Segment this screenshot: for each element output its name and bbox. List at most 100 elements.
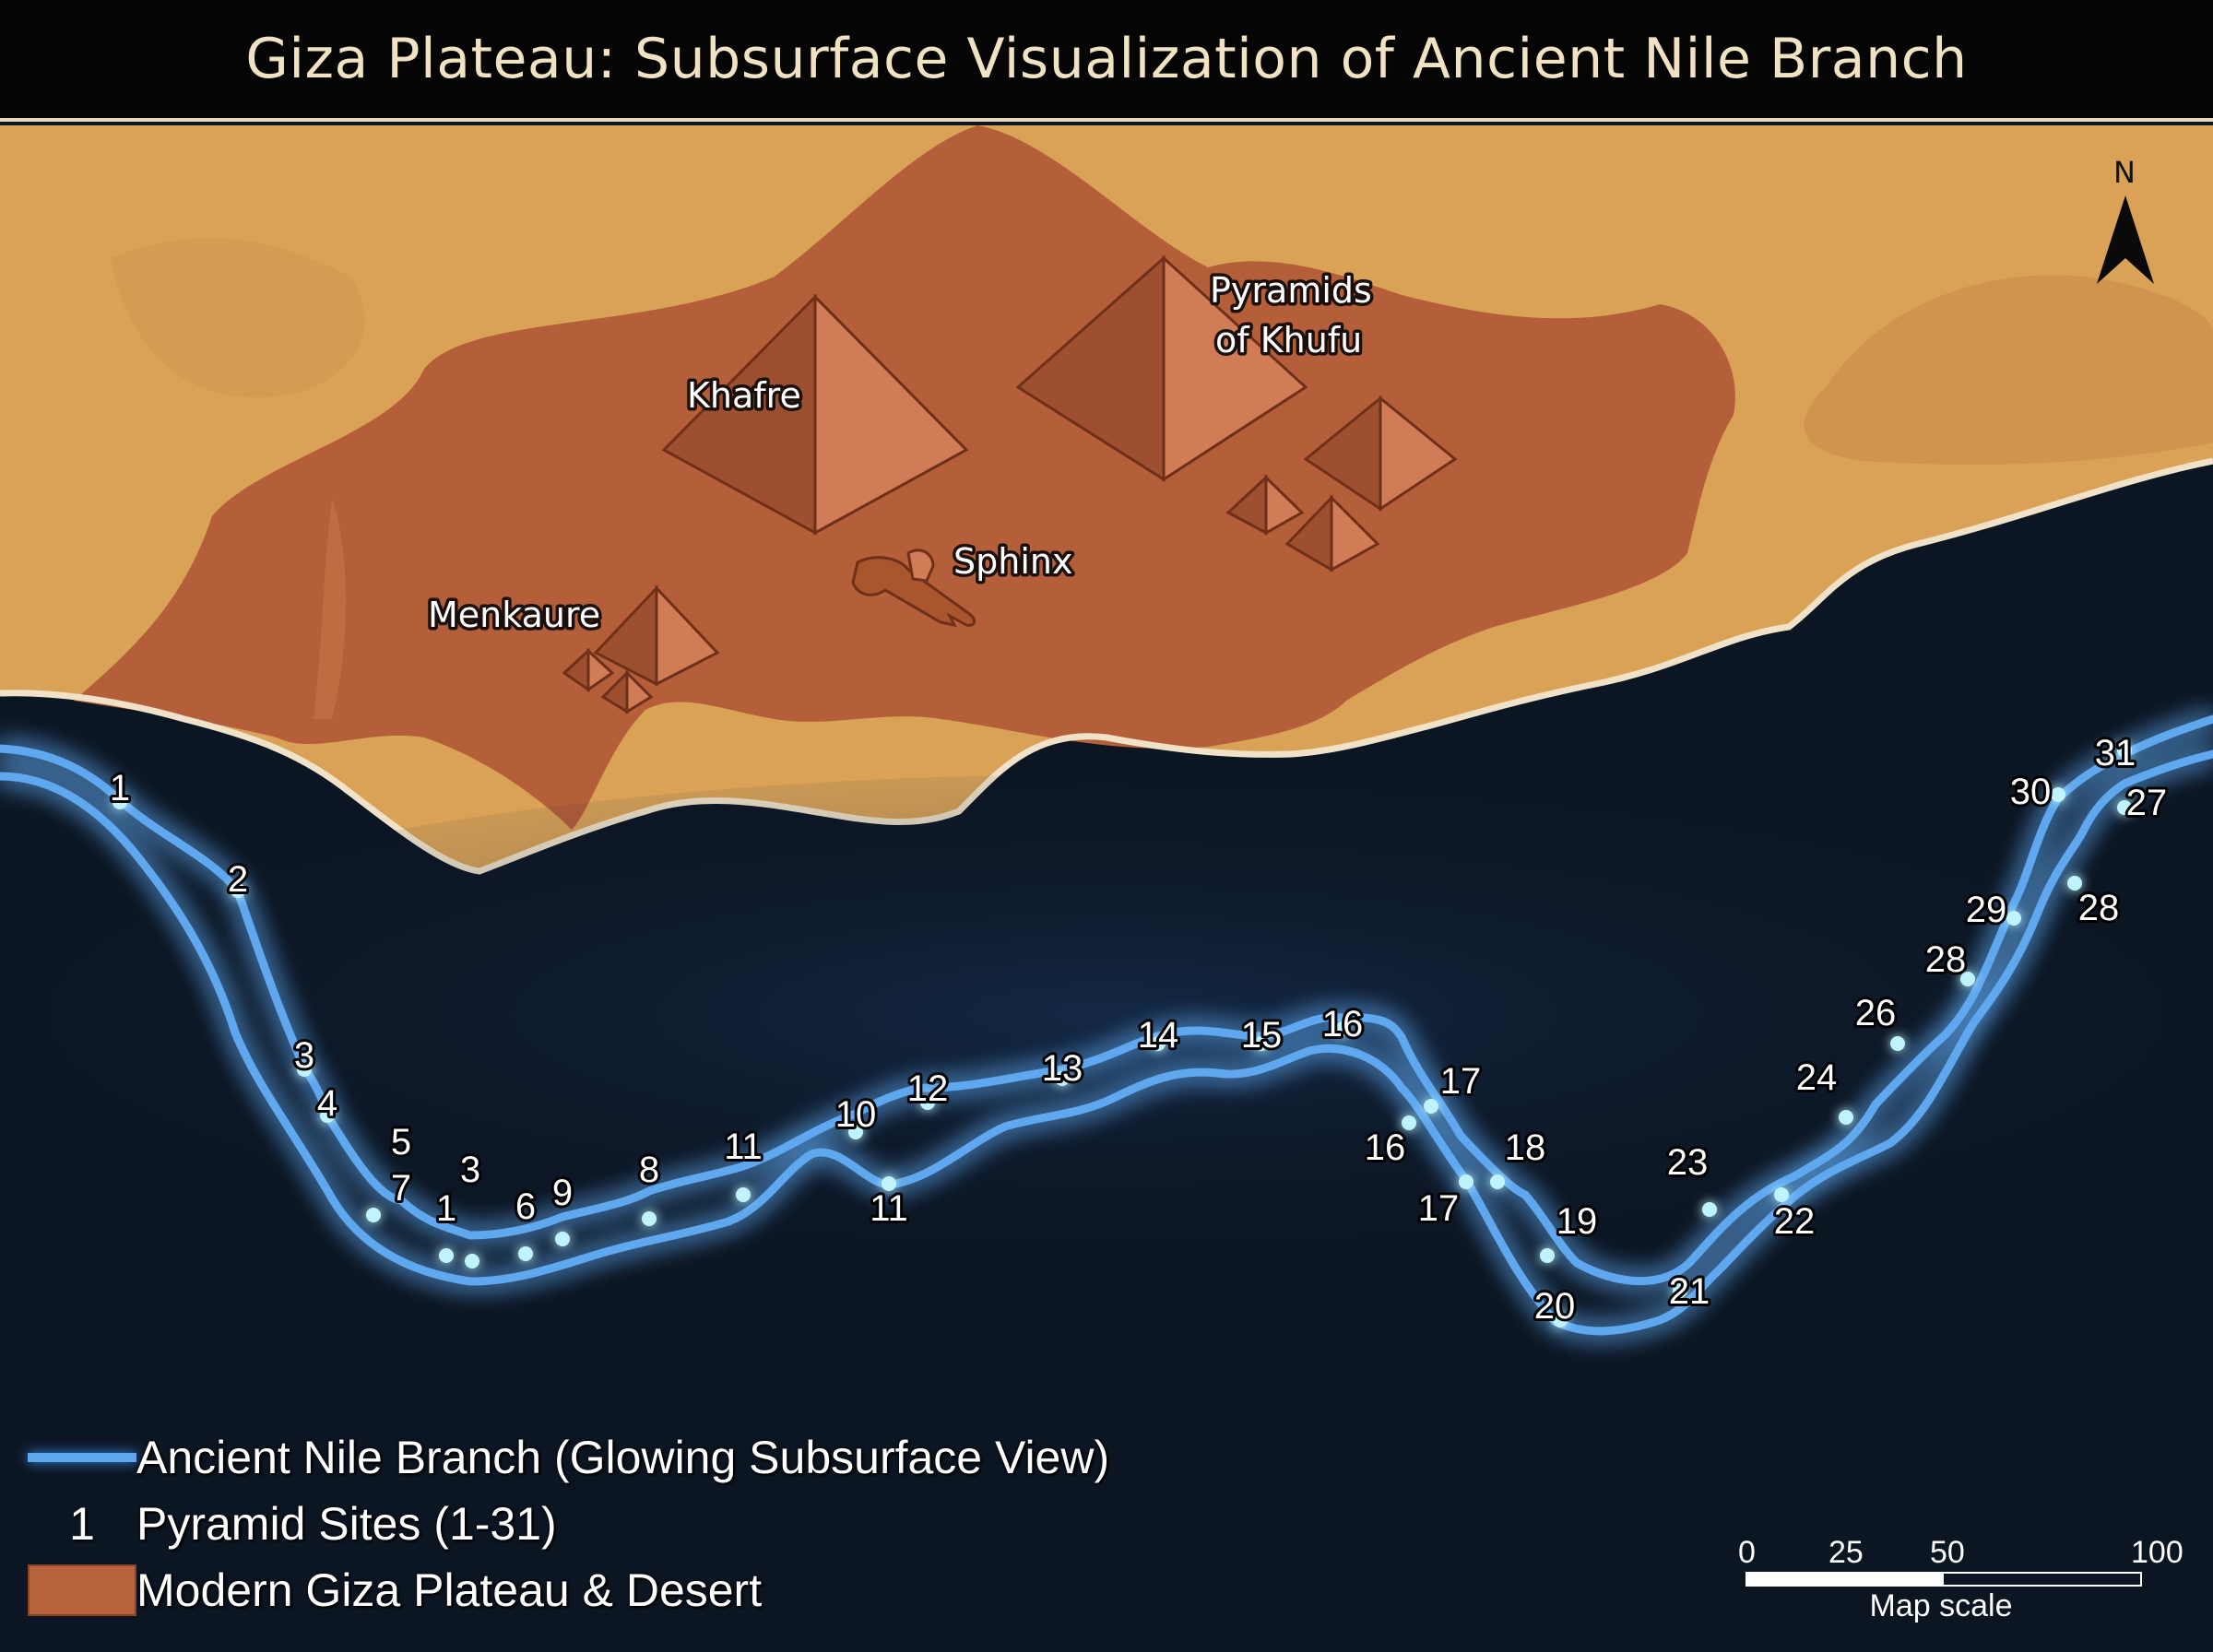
pyramid-site-label: 15 — [1241, 1015, 1283, 1056]
pyramid-site-label: 1 — [436, 1188, 456, 1229]
pyramid-site-dot[interactable] — [2117, 743, 2132, 758]
title-bar: Giza Plateau: Subsurface Visualization o… — [0, 0, 2213, 122]
pyramid-site-label: 16 — [1322, 1004, 1364, 1044]
pyramid-site-dot[interactable] — [366, 1208, 381, 1222]
landmark-label-khufu-line2: of Khufu — [1215, 320, 1362, 360]
pyramid-site-label: 19 — [1556, 1201, 1598, 1242]
pyramid-site-label: 30 — [2010, 772, 2052, 812]
pyramid-site-label: 22 — [1774, 1201, 1816, 1242]
pyramid-site-dot[interactable] — [1402, 1115, 1416, 1130]
pyramid-site-dot[interactable] — [1424, 1099, 1438, 1114]
scale-tick: 50 — [1930, 1535, 1965, 1570]
pyramid-site-label: 29 — [1966, 890, 2007, 930]
pyramid-site-label: 3 — [460, 1150, 480, 1190]
river-lower-bank — [0, 749, 2213, 1336]
queen-pyramid — [600, 669, 654, 714]
ancient-nile-branch — [0, 714, 2213, 1336]
pyramid-site-dot[interactable] — [1960, 972, 1975, 986]
north-label: N — [2113, 155, 2136, 190]
pyramid-site-label: 17 — [1440, 1061, 1482, 1102]
pyramid-site-dot[interactable] — [1055, 1071, 1070, 1086]
pyramid-site-label: 9 — [552, 1173, 573, 1213]
pyramid-site-label: 27 — [2126, 783, 2168, 823]
legend: Ancient Nile Branch (Glowing Subsurface … — [28, 1424, 1109, 1623]
pyramid-site-label: 1 — [110, 768, 130, 808]
pyramid-site-dot[interactable] — [1673, 1283, 1687, 1298]
pyramid-site-label: 8 — [639, 1150, 659, 1190]
pyramid-site-dot[interactable] — [1490, 1174, 1505, 1189]
pyramid-site-dot[interactable] — [1335, 1021, 1350, 1036]
pyramid-site-dot[interactable] — [848, 1125, 863, 1139]
pyramid-site-label: 10 — [835, 1094, 877, 1135]
pyramid-site-label: 5 — [391, 1122, 411, 1162]
pyramid-site-label: 2 — [228, 859, 248, 900]
queen-pyramid — [1303, 395, 1458, 512]
pyramid-site-label: 16 — [1365, 1127, 1406, 1168]
pyramid-site-dot[interactable] — [231, 883, 245, 898]
pyramid-site-dot[interactable] — [1151, 1036, 1166, 1051]
pyramid-site-label: 12 — [907, 1068, 949, 1109]
pyramid-site-dot[interactable] — [1254, 1036, 1269, 1051]
pyramid-site-label: 24 — [1796, 1057, 1838, 1098]
river-upper-bank — [0, 714, 2213, 1285]
pyramid-site-label: 4 — [317, 1083, 337, 1124]
scale-tick: 100 — [2131, 1535, 2183, 1570]
pyramid-site-dot[interactable] — [920, 1095, 935, 1110]
pyramid-site-label: 13 — [1042, 1048, 1083, 1089]
pyramid-site-dot[interactable] — [736, 1187, 751, 1202]
pyramid-site-label: 20 — [1534, 1286, 1576, 1327]
river-glow-haze — [0, 774, 2213, 1254]
pyramid-site-label: 28 — [2078, 888, 2120, 928]
khufu-pyramid — [1015, 254, 1308, 482]
pyramid-site-dot[interactable] — [1774, 1187, 1789, 1202]
north-arrow-icon: N — [2097, 155, 2154, 284]
pyramid-site-dot[interactable] — [642, 1211, 657, 1226]
scale-tick: 25 — [1828, 1535, 1864, 1570]
scale-bar — [1746, 1572, 2142, 1587]
pyramid-site-dot[interactable] — [320, 1108, 335, 1123]
dune-shade — [1804, 275, 2213, 465]
pyramid-site-dot[interactable] — [2006, 911, 2021, 926]
pyramid-site-label: 11 — [724, 1127, 763, 1167]
queen-pyramid — [1225, 474, 1305, 536]
pyramid-site-label: 28 — [1925, 939, 1967, 980]
nile-line-swatch-icon — [28, 1453, 136, 1462]
pyramid-site-dot[interactable] — [555, 1232, 570, 1246]
pyramid-site-dot[interactable] — [518, 1246, 533, 1261]
khafre-pyramid — [661, 293, 969, 536]
dune-shade — [111, 238, 365, 398]
pyramid-site-dot[interactable] — [1459, 1174, 1473, 1189]
pyramid-site-dot[interactable] — [439, 1248, 454, 1263]
pyramid-site-label: 11 — [870, 1188, 908, 1229]
pyramid-site-label: 21 — [1669, 1271, 1710, 1312]
landmark-label-khufu: Pyramids — [1210, 270, 1372, 311]
pyramid-site-label: 6 — [515, 1186, 536, 1227]
pyramid-site-dot[interactable] — [2067, 876, 2082, 891]
scale-caption: Map scale — [1869, 1588, 2013, 1623]
legend-label: Ancient Nile Branch (Glowing Subsurface … — [136, 1432, 1110, 1483]
scale-bar-filled — [1747, 1574, 1944, 1585]
legend-label: Modern Giza Plateau & Desert — [136, 1564, 763, 1616]
pyramid-site-label: 18 — [1505, 1127, 1546, 1168]
ridge-shade — [314, 498, 346, 719]
map-canvas: Khafre Pyramids of Khufu Sphinx Menkaure… — [0, 122, 2213, 1652]
legend-item-sites: 1 Pyramid Sites (1-31) — [28, 1491, 1109, 1557]
queen-pyramid — [1284, 494, 1380, 572]
pyramid-site-dot[interactable] — [1702, 1202, 1717, 1217]
pyramid-site-dot[interactable] — [1553, 1313, 1568, 1328]
pyramid-site-dot[interactable] — [1839, 1110, 1853, 1125]
pyramid-site-dot[interactable] — [297, 1062, 312, 1077]
pyramid-site-dot[interactable] — [465, 1254, 479, 1268]
pyramid-site-dot[interactable] — [882, 1176, 896, 1191]
scale-ticks: 0 25 50 100 — [1738, 1535, 2183, 1572]
pyramid-site-dot[interactable] — [1890, 1036, 1905, 1051]
site-number-key: 1 — [69, 1498, 95, 1550]
map-scale: 0 25 50 100 Map scale — [1738, 1535, 2183, 1624]
pyramid-site-dot[interactable] — [2051, 787, 2065, 802]
landmark-label-khafre: Khafre — [687, 375, 801, 416]
legend-item-plateau: Modern Giza Plateau & Desert — [28, 1557, 1109, 1623]
pyramid-site-dot[interactable] — [112, 795, 127, 809]
pyramid-site-label: 7 — [391, 1168, 411, 1209]
pyramid-site-dot[interactable] — [2117, 800, 2132, 815]
pyramid-site-dot[interactable] — [1540, 1248, 1555, 1263]
